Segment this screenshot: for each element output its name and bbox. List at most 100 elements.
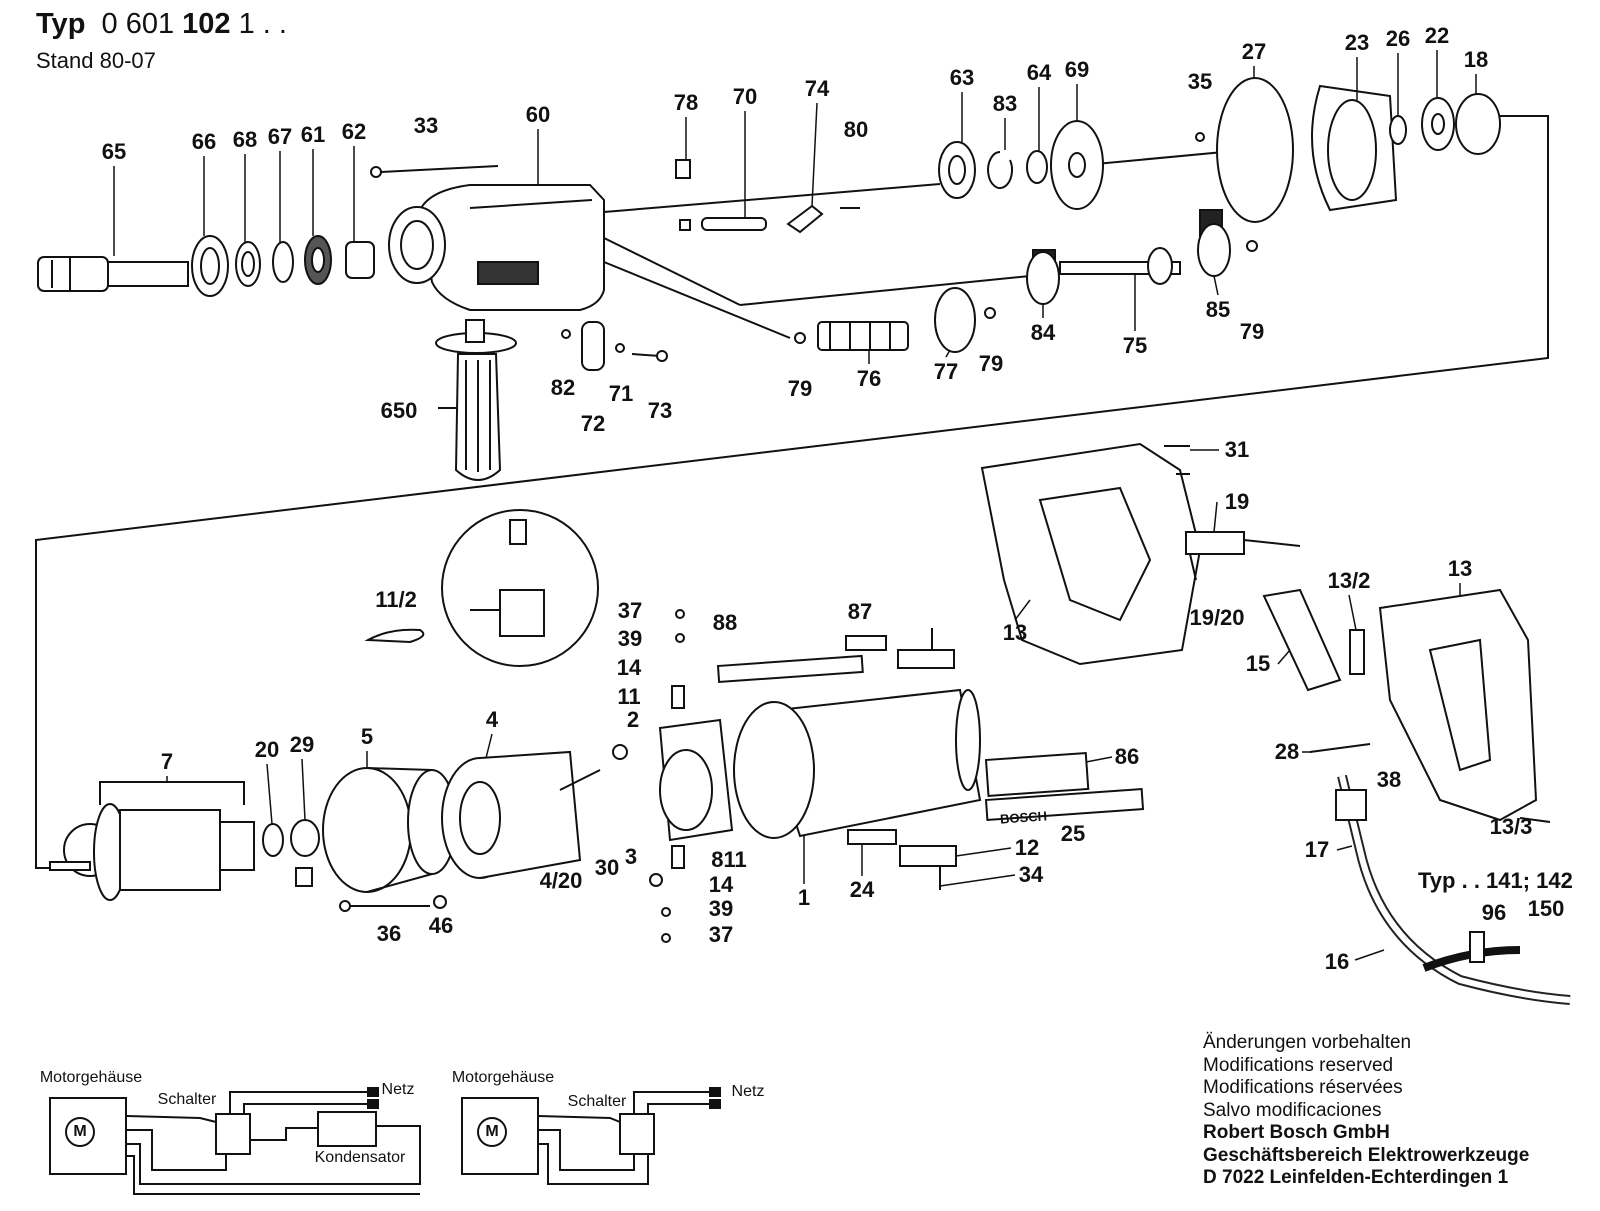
switch-15 (1262, 588, 1365, 692)
callout-part-19: 19 (1224, 489, 1250, 514)
note-line: Änderungen vorbehalten (1203, 1032, 1412, 1053)
wr-housing-label: Motorgehäuse (451, 1069, 555, 1086)
side-handle-650 (435, 319, 517, 481)
callout-part-14: 14 (616, 655, 642, 680)
revision-stand: Stand 80-07 (36, 48, 156, 73)
wl-switch-label: Schalter (157, 1091, 217, 1108)
handle-shell-13-right (1378, 588, 1551, 823)
power-cord-16-17 (1309, 743, 1571, 1005)
gear-shift-parts (675, 159, 860, 234)
wr-switch-label: Schalter (567, 1093, 627, 1110)
callout-part-67: 67 (267, 124, 293, 149)
callout-part-5: 5 (360, 724, 374, 749)
handle-shell-13-left (980, 442, 1202, 666)
notes-block: Änderungen vorbehalten Modifications res… (1203, 1032, 1529, 1190)
callout-part-27: 27 (1241, 39, 1267, 64)
leader-lines (113, 50, 1477, 961)
callout-part-77: 77 (933, 359, 959, 384)
callout-part-7: 7 (160, 749, 174, 774)
callout-part-64: 64 (1026, 60, 1052, 85)
callout-part-13: 13 (1002, 620, 1028, 645)
callout-part-3: 3 (624, 844, 638, 869)
callout-part-69: 69 (1064, 57, 1090, 82)
motor-housing-1 (716, 628, 982, 890)
callout-part-71: 71 (608, 381, 634, 406)
callout-part-73: 73 (647, 398, 673, 423)
pinion-shaft-76 (794, 287, 996, 353)
callout-part-46: 46 (428, 913, 454, 938)
callout-part-62: 62 (341, 119, 367, 144)
capacitor-19 (1185, 531, 1301, 581)
callout-part-12: 12 (1014, 835, 1040, 860)
frame-lines (35, 115, 1549, 869)
note-line: Modifications réservées (1203, 1077, 1403, 1098)
callout-part-79: 79 (787, 376, 813, 401)
callout-part-34: 34 (1018, 862, 1044, 887)
callout-part-63: 63 (949, 65, 975, 90)
callout-part-31: 31 (1224, 437, 1250, 462)
wiring-diagram-right (461, 1087, 721, 1185)
callout-part-14: 14 (708, 872, 734, 897)
callout-part-68: 68 (232, 127, 258, 152)
callout-part-66: 66 (191, 129, 217, 154)
callout-part-39: 39 (708, 896, 734, 921)
callout-part-39: 39 (617, 626, 643, 651)
brush-detail-circle (441, 509, 599, 667)
callout-part-13-2: 13/2 (1327, 568, 1371, 593)
callout-part-19-20: 19/20 (1189, 605, 1245, 630)
nameplates (984, 751, 1145, 822)
callout-part-11: 11 (617, 684, 641, 709)
callout-part-60: 60 (525, 102, 551, 127)
callout-part-4: 4 (485, 707, 499, 732)
screw-36 (339, 895, 447, 912)
screw-33 (370, 165, 499, 178)
callout-part-22: 22 (1424, 23, 1450, 48)
callout-part-15: 15 (1245, 651, 1271, 676)
company-line: Geschäftsbereich Elektrowerkzeuge (1203, 1144, 1530, 1166)
callout-part-85: 85 (1205, 297, 1231, 322)
spindle-75 (1026, 209, 1258, 305)
callout-part-38: 38 (1376, 767, 1402, 792)
callout-part-86: 86 (1114, 744, 1140, 769)
callout-part-37: 37 (617, 598, 643, 623)
gear-cover-23 (1195, 77, 1501, 223)
wl-capacitor-label: Kondensator (314, 1149, 406, 1166)
callout-part-79: 79 (1239, 319, 1265, 344)
callout-part-1: 1 (797, 885, 811, 910)
gear-housing-60 (388, 184, 605, 311)
armature-7 (49, 781, 255, 901)
brush-holder-2 (612, 609, 734, 943)
callout-part-82: 82 (550, 375, 576, 400)
wl-housing-label: Motorgehäuse (39, 1069, 143, 1086)
callout-part-30: 30 (594, 855, 620, 880)
variant-label: Typ . . 141; 142 (1418, 868, 1573, 893)
callout-part-16: 16 (1324, 949, 1350, 974)
clip-11-2 (364, 628, 425, 644)
callout-part-811: 811 (711, 847, 747, 872)
field-coil-4 (441, 750, 601, 879)
callout-part-84: 84 (1030, 320, 1056, 345)
company-line: Robert Bosch GmbH (1203, 1122, 1390, 1143)
company-line: D 7022 Leinfelden-Echterdingen 1 (1203, 1167, 1509, 1188)
lock-button-parts (561, 321, 668, 371)
callout-part-37: 37 (708, 922, 734, 947)
wiring-diagram-left (49, 1087, 421, 1195)
callout-part-20: 20 (254, 737, 280, 762)
callout-part-36: 36 (376, 921, 402, 946)
spindle-chuck-65 (37, 256, 189, 292)
callout-part-11-2: 11/2 (375, 587, 417, 612)
callout-part-28: 28 (1274, 739, 1300, 764)
callout-part-65: 65 (101, 139, 127, 164)
callout-part-4-20: 4/20 (539, 868, 583, 893)
note-line: Salvo modificaciones (1203, 1099, 1382, 1121)
callout-part-18: 18 (1463, 47, 1489, 72)
armature-bearings (262, 819, 320, 887)
callout-part-70: 70 (732, 84, 758, 109)
wl-mains-label: Netz (381, 1081, 415, 1098)
callout-part-29: 29 (289, 732, 315, 757)
callout-part-35: 35 (1187, 69, 1213, 94)
callout-part-13-3: 13/3 (1489, 814, 1533, 839)
